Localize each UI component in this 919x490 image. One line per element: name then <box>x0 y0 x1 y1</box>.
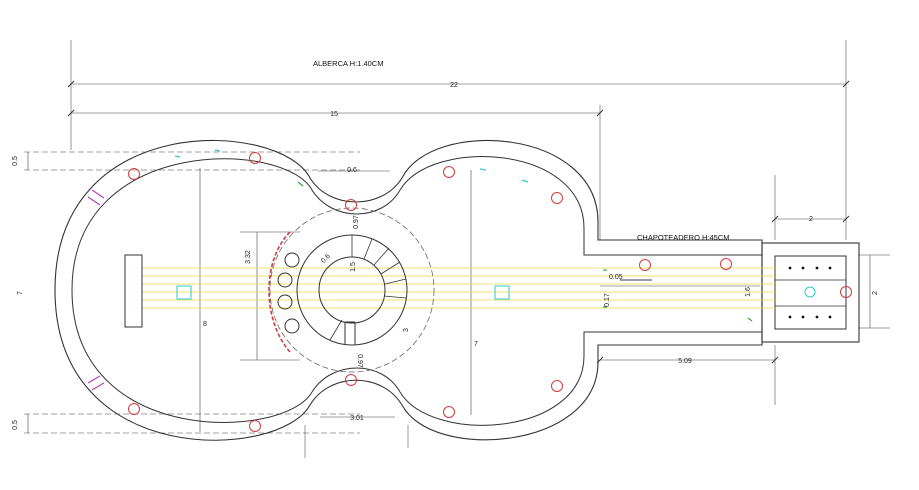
extension-lines <box>70 40 847 458</box>
dim-left-width: 7 <box>17 291 24 295</box>
wading-pool-title: CHAPOTEADERO H:45CM <box>637 233 730 242</box>
dimension-lines <box>24 83 890 434</box>
dim-overall-length: 22 <box>450 82 458 89</box>
light-right <box>494 285 510 300</box>
pool-outer-wall <box>54 139 763 441</box>
wading-pool-inner <box>774 255 847 330</box>
dim-bottom-offset: 0.5 <box>12 420 19 430</box>
wading-pool-dots <box>788 266 832 319</box>
dim-head-width: 2 <box>872 291 879 295</box>
pool-title: ALBERCA H:1.40CM <box>313 59 383 68</box>
dim-stair-width: 3.32 <box>245 250 252 264</box>
dim-lower-gap: 0.97 <box>356 354 363 368</box>
sound-hole-dashed <box>269 207 435 373</box>
dim-end-width: 2 <box>809 216 813 223</box>
light-left <box>176 285 192 300</box>
dim-neck-length: 5.09 <box>678 358 692 365</box>
dim-head-height: 1.6 <box>745 287 752 297</box>
dim-body-length: 15 <box>330 111 338 118</box>
dim-body-height: 8 <box>203 321 207 328</box>
dim-upper-gap: 0.97 <box>353 215 360 229</box>
dimension-ticks <box>67 80 850 364</box>
stair-treads <box>329 235 407 341</box>
dim-right-width: 7 <box>474 341 478 348</box>
red-arc <box>268 231 291 353</box>
dim-top-offset: 0.5 <box>12 156 19 166</box>
pool-inner-wall <box>71 156 763 426</box>
step-circles <box>277 252 300 334</box>
wading-pool-drain <box>804 286 816 298</box>
accent-marks <box>87 149 753 391</box>
dim-waist-top: 0.6 <box>347 167 357 174</box>
dim-neck-small: 0.05 <box>609 274 623 281</box>
bridge <box>124 254 143 328</box>
dim-small-a: 0.6 <box>320 253 332 265</box>
dim-waist-bottom: 3.01 <box>350 415 364 422</box>
dim-neck-height: 0.17 <box>604 293 611 307</box>
dim-small-b: 1.5 <box>350 262 357 272</box>
wading-pool-outer <box>761 242 860 343</box>
guitar-strings <box>140 267 775 309</box>
dim-small-c: 3 <box>403 328 410 332</box>
red-circles <box>128 152 852 432</box>
